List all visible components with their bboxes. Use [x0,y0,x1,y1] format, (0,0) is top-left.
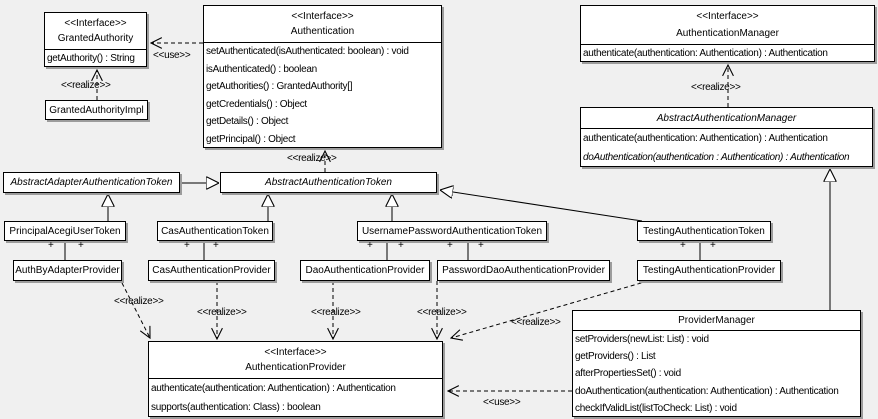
class-box-testing-authentication-token[interactable]: TestingAuthenticationToken [637,221,771,241]
class-box-abstract-adapter-authentication-token[interactable]: AbstractAdapterAuthenticationToken [3,172,180,193]
class-name: CasAuthenticationToken [161,225,269,237]
realize-stereotype-label: <<realize>> [61,80,111,91]
class-name: TestingAuthenticationProvider [642,265,776,276]
class-name: GrantedAuthorityImpl [49,104,144,116]
realize-stereotype-label: <<realize>> [114,296,164,307]
realize-line-testingauthenticationprovider [451,280,649,338]
multiplicity-label: + [78,240,84,251]
method-signature: isAuthenticated() : boolean [206,63,317,75]
realize-stereotype-label: <<realize>> [511,317,561,328]
class-name: UsernamePasswordAuthenticationToken [361,225,543,237]
class-box-auth-by-adapter-provider[interactable]: AuthByAdapterProvider [13,260,122,281]
multiplicity-label: + [478,240,484,251]
use-stereotype-label: <<use>> [483,397,521,408]
class-box-cas-authentication-provider[interactable]: CasAuthenticationProvider [148,260,275,281]
realize-stereotype-label: <<realize>> [197,307,247,318]
method-signature: doAuthentication(authentication : Authen… [583,152,850,163]
multiplicity-label: + [710,240,716,251]
method-signature: doAuthentication(authentication: Authent… [575,385,839,397]
method-signature: setAuthenticated(isAuthenticated: boolea… [206,46,409,57]
realize-stereotype-label: <<realize>> [691,82,741,93]
class-name: TestingAuthenticationToken [643,225,765,237]
class-name: AbstractAuthenticationManager [656,112,797,124]
class-box-provider-manager[interactable]: ProviderManager setProviders(newList: Li… [572,310,861,417]
class-box-dao-authentication-provider[interactable]: DaoAuthenticationProvider [300,260,430,281]
class-name: AuthByAdapterProvider [15,265,120,276]
method-signature: getProviders() : List [575,351,656,363]
generalization-testing-to-abstracttoken [440,190,643,222]
class-name: CasAuthenticationProvider [152,265,271,276]
method-signature: authenticate(authentication: Authenticat… [151,383,396,394]
class-box-username-password-authentication-token[interactable]: UsernamePasswordAuthenticationToken [357,221,547,241]
class-name: ProviderManager [678,315,755,326]
realize-line-authbyadapterprovider [121,282,150,338]
method-signature: supports(authentication: Class) : boolea… [151,402,321,413]
class-name: AbstractAdapterAuthenticationToken [10,177,173,188]
class-name: PrincipalAcegiUserToken [9,225,121,237]
class-box-granted-authority[interactable]: <<Interface>> GrantedAuthority getAuthor… [44,12,147,67]
multiplicity-label: + [213,240,219,251]
stereotype-label: <<Interface>> [696,11,759,23]
method-signature: authenticate(authentication: Authenticat… [583,133,828,144]
method-signature: setProviders(newList: List) : void [575,334,709,345]
class-box-principal-acegi-user-token[interactable]: PrincipalAcegiUserToken [4,221,126,241]
class-name: DaoAuthenticationProvider [305,265,425,276]
class-box-cas-authentication-token[interactable]: CasAuthenticationToken [157,221,273,241]
stereotype-label: <<Interface>> [264,346,327,358]
class-box-abstract-authentication-manager[interactable]: AbstractAuthenticationManager authentica… [580,107,873,167]
class-box-abstract-authentication-token[interactable]: AbstractAuthenticationToken [220,172,437,193]
method-signature: getCredentials() : Object [206,98,307,110]
class-name: AbstractAuthenticationToken [265,177,392,188]
class-box-authentication[interactable]: <<Interface>> Authentication setAuthenti… [203,5,442,148]
stereotype-label: <<Interface>> [291,10,354,22]
class-name: AuthenticationManager [676,27,779,39]
multiplicity-label: + [184,240,190,251]
stereotype-label: <<Interface>> [64,17,127,29]
class-box-authentication-provider[interactable]: <<Interface>> AuthenticationProvider aut… [148,341,443,417]
method-signature: getPrincipal() : Object [206,133,296,145]
use-stereotype-label: <<use>> [153,50,191,61]
method-signature: authenticate(authentication: Authenticat… [583,48,828,59]
class-box-testing-authentication-provider[interactable]: TestingAuthenticationProvider [637,260,781,281]
multiplicity-label: + [48,240,54,251]
class-name: AuthenticationProvider [245,362,346,374]
method-signature: getAuthorities() : GrantedAuthority[] [206,81,353,92]
method-signature: checkIfValidList(listToCheck: List) : vo… [575,402,737,414]
realize-stereotype-label: <<realize>> [287,153,337,164]
class-box-authentication-manager[interactable]: <<Interface>> AuthenticationManager auth… [580,5,875,62]
method-signature: afterPropertiesSet() : void [575,368,681,380]
class-name: PasswordDaoAuthenticationProvider [442,265,605,276]
multiplicity-label: + [680,240,686,251]
multiplicity-label: + [367,240,373,251]
class-box-password-dao-authentication-provider[interactable]: PasswordDaoAuthenticationProvider [437,260,610,281]
multiplicity-label: + [447,240,453,251]
realize-stereotype-label: <<realize>> [311,307,361,318]
realize-stereotype-label: <<realize>> [417,307,467,318]
method-signature: getAuthority() : String [47,53,135,64]
class-box-granted-authority-impl[interactable]: GrantedAuthorityImpl [45,100,148,120]
class-name: Authentication [290,26,355,38]
multiplicity-label: + [398,240,404,251]
class-name: GrantedAuthority [57,33,134,45]
method-signature: getDetails() : Object [206,116,289,127]
